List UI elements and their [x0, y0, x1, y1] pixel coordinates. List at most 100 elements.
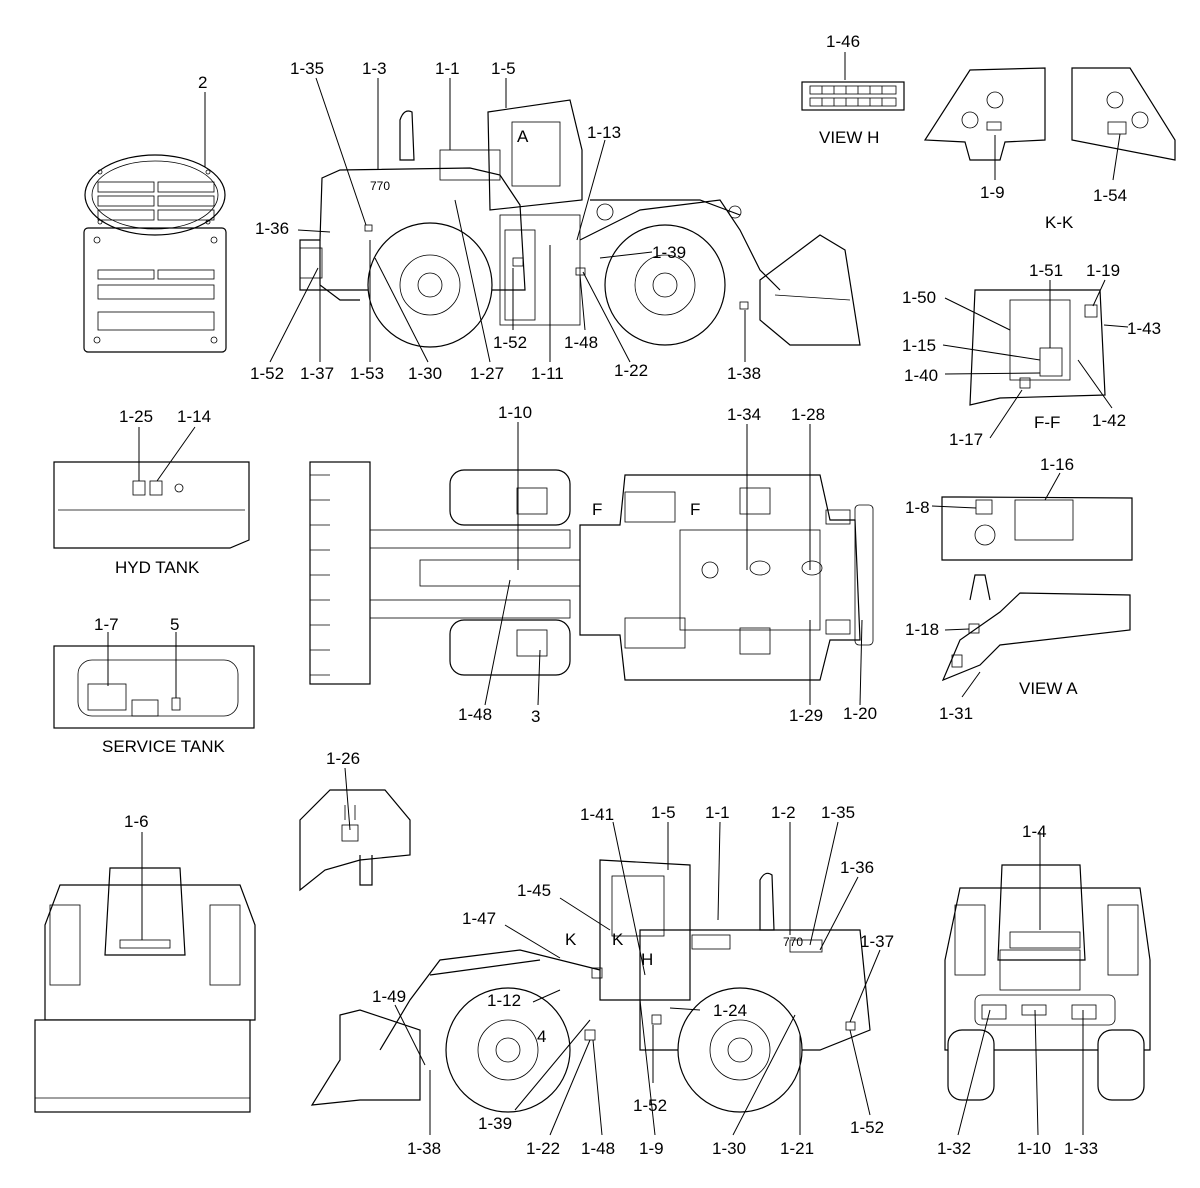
detail-1-26	[299, 789, 411, 892]
part-label: 1-38	[727, 364, 761, 383]
part-label: 1-15	[902, 336, 936, 355]
loader-rear-view	[944, 864, 1151, 1101]
part-label: 1-37	[860, 932, 894, 951]
leader-lines	[107, 52, 1129, 1136]
part-label: 1-36	[255, 219, 289, 238]
part-label: 1-53	[350, 364, 384, 383]
part-label: 1-24	[713, 1001, 747, 1020]
part-label: 1-1	[435, 59, 460, 78]
part-label: 1-48	[458, 705, 492, 724]
part-label: 1-19	[1086, 261, 1120, 280]
part-label: 1-17	[949, 430, 983, 449]
part-label: 1-18	[905, 620, 939, 639]
part-label: 1-41	[580, 805, 614, 824]
part-label: 1-35	[821, 803, 855, 822]
part-label: 1-43	[1127, 319, 1161, 338]
part-label: 1-21	[780, 1139, 814, 1158]
loader-plan-view	[309, 461, 874, 685]
part-label: 1-11	[531, 364, 564, 383]
view-h-decal	[801, 81, 905, 111]
part-label: 1-25	[119, 407, 153, 426]
part-label: 1-7	[94, 615, 119, 634]
part-label: 2	[198, 73, 207, 92]
part-label: 1-33	[1064, 1139, 1098, 1158]
loader-side-view-top	[299, 99, 861, 348]
ff-section-view	[969, 289, 1106, 406]
part-label: 1-47	[462, 909, 496, 928]
model-mark-side: 770	[370, 179, 390, 193]
part-label: 1-40	[904, 366, 938, 385]
part-label: 1-52	[250, 364, 284, 383]
part-label: 1-22	[614, 361, 648, 380]
part-label: 1-45	[517, 881, 551, 900]
part-label: 4	[537, 1027, 546, 1046]
part-label: 1-32	[937, 1139, 971, 1158]
part-label: 1-26	[326, 749, 360, 768]
nameplate-rect	[83, 227, 227, 353]
part-label: 1-31	[939, 704, 973, 723]
part-labels: 2 1-35 1-3 1-1 1-5 1-13 1-36 1-39 1-52 1…	[94, 32, 1161, 1158]
part-label: 1-48	[581, 1139, 615, 1158]
hyd-tank-view	[53, 461, 250, 549]
part-label: 1-10	[1017, 1139, 1051, 1158]
caption-kk: K-K	[1045, 213, 1074, 232]
part-label: 1-46	[826, 32, 860, 51]
view-a	[941, 496, 1133, 682]
part-label: 1-9	[639, 1139, 664, 1158]
part-label: 1-42	[1092, 411, 1126, 430]
nameplate-oval	[84, 154, 226, 236]
letter-h: H	[641, 950, 653, 969]
part-label: 1-34	[727, 405, 761, 424]
loader-front-view	[34, 867, 256, 1113]
part-label: 1-39	[652, 243, 686, 262]
part-label: 1-28	[791, 405, 825, 424]
letter-f-right: F	[690, 500, 700, 519]
part-label: 1-14	[177, 407, 211, 426]
part-label: 1-6	[124, 812, 149, 831]
part-label: 1-22	[526, 1139, 560, 1158]
part-label: 1-50	[902, 288, 936, 307]
kk-section-view	[923, 67, 1176, 161]
part-label: 1-29	[789, 706, 823, 725]
part-label: 1-52	[850, 1118, 884, 1137]
caption-service-tank: SERVICE TANK	[102, 737, 225, 756]
caption-view-h: VIEW H	[819, 128, 879, 147]
part-label: 1-48	[564, 333, 598, 352]
model-mark-rear: 770	[783, 935, 803, 949]
caption-ff: F-F	[1034, 413, 1060, 432]
part-label: 1-13	[587, 123, 621, 142]
part-label: 1-49	[372, 987, 406, 1006]
caption-view-a: VIEW A	[1019, 679, 1078, 698]
letter-k-left: K	[565, 930, 577, 949]
part-label: 1-8	[905, 498, 930, 517]
letter-k-right: K	[612, 930, 624, 949]
part-label: 1-54	[1093, 186, 1127, 205]
part-label: 1-30	[408, 364, 442, 383]
part-label: 1-16	[1040, 455, 1074, 474]
part-label: 1-30	[712, 1139, 746, 1158]
part-label: 1-4	[1022, 822, 1047, 841]
part-label: 1-5	[491, 59, 516, 78]
part-label: 1-12	[487, 991, 521, 1010]
loader-side-view-bottom	[310, 859, 871, 1113]
part-label: 1-52	[633, 1096, 667, 1115]
part-label: 1-5	[651, 803, 676, 822]
letter-f-left: F	[592, 500, 602, 519]
part-label: 3	[531, 707, 540, 726]
part-label: 1-35	[290, 59, 324, 78]
part-label: 1-2	[771, 803, 796, 822]
part-label: 1-27	[470, 364, 504, 383]
part-label: 1-37	[300, 364, 334, 383]
part-label: 1-52	[493, 333, 527, 352]
part-label: 1-36	[840, 858, 874, 877]
part-label: 1-1	[705, 803, 730, 822]
caption-hyd-tank: HYD TANK	[115, 558, 200, 577]
part-label: 5	[170, 615, 179, 634]
part-label: 1-51	[1029, 261, 1063, 280]
part-label: 1-9	[980, 183, 1005, 202]
part-label: 1-10	[498, 403, 532, 422]
part-label: 1-3	[362, 59, 387, 78]
part-label: 1-20	[843, 704, 877, 723]
